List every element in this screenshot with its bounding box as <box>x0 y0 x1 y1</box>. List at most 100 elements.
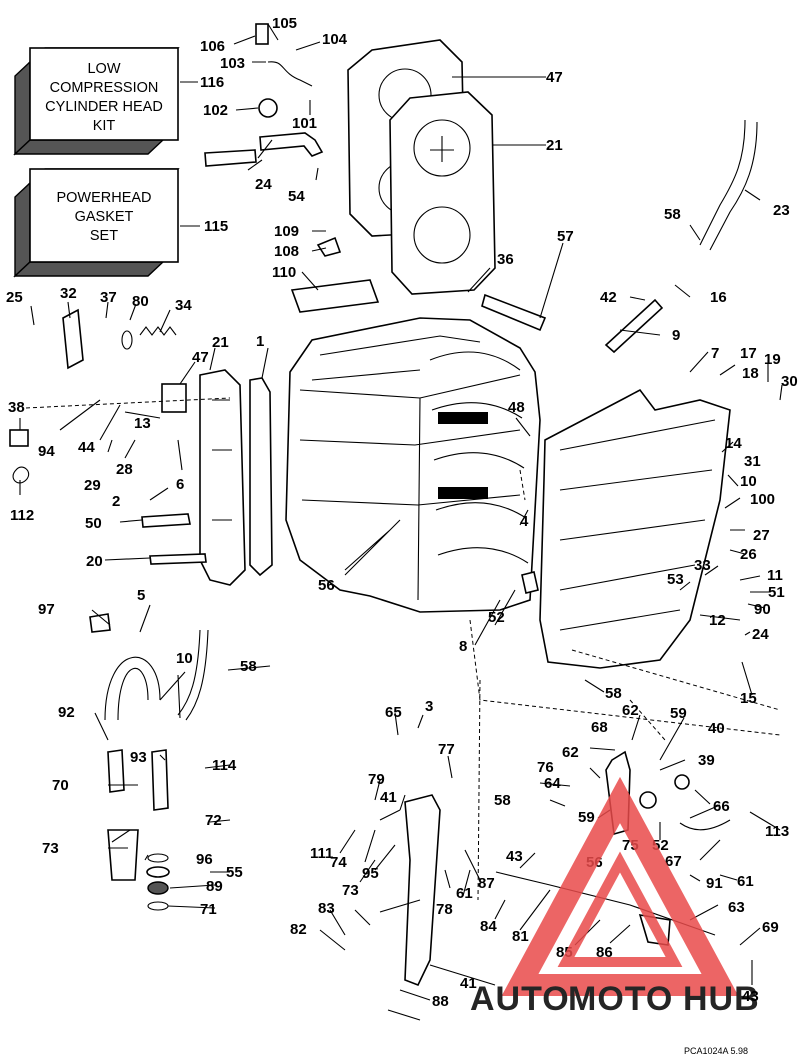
fitting <box>151 749 169 811</box>
callout-label: 79 <box>368 771 385 788</box>
callout-label: 10 <box>176 650 193 667</box>
watermark-logo: AUTO MOTO HUB <box>470 776 759 1018</box>
callout-label: 47 <box>192 349 209 366</box>
callout-label: 83 <box>318 900 335 917</box>
callout-label: 76 <box>537 759 554 776</box>
callout-label: 1 <box>256 333 264 350</box>
callout-label: 5 <box>137 587 145 604</box>
callout-label: 77 <box>438 741 455 758</box>
kit-box-line: SET <box>90 228 118 244</box>
callout-label: 84 <box>480 918 497 935</box>
callout-label: 29 <box>84 477 101 494</box>
callout-label: 9 <box>672 327 680 344</box>
callout-label: 114 <box>212 757 237 774</box>
callout-label: 59 <box>670 705 687 722</box>
callout-label: 90 <box>754 601 771 618</box>
callout-label: 20 <box>86 553 103 570</box>
callout-label: 113 <box>765 823 789 840</box>
callout-label: 69 <box>762 919 779 936</box>
fitting <box>255 23 269 45</box>
callout-label: 74 <box>330 854 347 871</box>
callout-label: 41 <box>380 789 397 806</box>
kit-box-line: KIT <box>93 118 116 134</box>
callout-label: 17 <box>740 345 757 362</box>
callout-label: 42 <box>600 289 617 306</box>
hose <box>481 293 547 332</box>
callout-label: 58 <box>605 685 622 702</box>
callout-label: 15 <box>740 690 757 707</box>
gasket <box>290 279 380 313</box>
callout-label: 47 <box>546 69 563 86</box>
callout-label: 116 <box>200 74 224 91</box>
callout-label: 37 <box>100 289 117 306</box>
callout-label: 33 <box>694 557 711 574</box>
callout-label: 73 <box>42 840 59 857</box>
hose <box>204 149 257 167</box>
callout-label: 11 <box>767 567 783 584</box>
callout-label: 56 <box>318 577 335 594</box>
callout-label: 27 <box>753 527 770 544</box>
callout-label: 28 <box>116 461 133 478</box>
callout-label: 39 <box>698 752 715 769</box>
valve-housing <box>161 383 187 413</box>
callout-label: 12 <box>709 612 726 629</box>
callout-label: 64 <box>544 775 561 792</box>
kit-box-gasket-set: POWERHEAD GASKET SET <box>13 168 180 278</box>
watermark-moto: MOTO <box>568 980 673 1018</box>
kit-box-line: COMPRESSION <box>50 80 159 96</box>
cylinder-block <box>285 317 541 613</box>
spark-plug <box>141 513 191 528</box>
callout-label: 103 <box>220 55 245 72</box>
callout-label: 68 <box>591 719 608 736</box>
callout-label: 31 <box>744 453 761 470</box>
callout-label: 13 <box>134 415 151 432</box>
washer <box>521 571 539 594</box>
callout-label: 8 <box>459 638 467 655</box>
callout-label: 14 <box>725 435 742 452</box>
callout-label: 16 <box>710 289 727 306</box>
callout-label: 57 <box>557 228 574 245</box>
callout-label: 3 <box>425 698 433 715</box>
callout-label: 104 <box>322 31 348 48</box>
leader-lines <box>19 23 783 1021</box>
callout-label: 66 <box>713 798 730 815</box>
callout-label: 4 <box>520 513 529 530</box>
callout-label: 38 <box>8 399 25 416</box>
callout-label: 106 <box>200 38 225 55</box>
callout-label: 61 <box>456 885 473 902</box>
callout-label: 67 <box>665 853 682 870</box>
callout-label: 25 <box>6 289 23 306</box>
wire <box>267 61 313 87</box>
callout-label: 58 <box>240 658 257 675</box>
figure-reference: PCA1024A 5.98 <box>684 1046 748 1056</box>
callout-label: 82 <box>290 921 307 938</box>
callout-label: 88 <box>432 993 449 1010</box>
exhaust-cover <box>199 369 246 586</box>
spring-clip <box>12 466 30 484</box>
kit-box-line: POWERHEAD <box>56 190 151 206</box>
callout-label: 18 <box>742 365 759 382</box>
callout-label: 108 <box>274 243 299 260</box>
callout-label: 2 <box>112 493 120 510</box>
hose <box>699 119 758 251</box>
callout-label: 65 <box>385 704 402 721</box>
callout-label: 111 <box>310 845 333 862</box>
callout-label: 61 <box>737 873 754 890</box>
callout-label: 34 <box>175 297 192 314</box>
crankcase <box>539 388 731 669</box>
callout-label: 96 <box>196 851 213 868</box>
callout-label: 87 <box>478 875 495 892</box>
callout-label: 52 <box>488 609 505 626</box>
bolt <box>149 553 207 565</box>
callout-label: 51 <box>768 584 785 601</box>
callout-label: 73 <box>342 882 359 899</box>
callout-label: 72 <box>205 812 222 829</box>
callout-label: 97 <box>38 601 55 618</box>
callout-label: 91 <box>706 875 723 892</box>
callout-label: 44 <box>78 439 95 456</box>
callout-label: 58 <box>494 792 511 809</box>
callout-label: 115 <box>204 218 228 235</box>
callout-label: 30 <box>781 373 798 390</box>
callout-label: 94 <box>38 443 55 460</box>
callout-label: 36 <box>497 251 514 268</box>
